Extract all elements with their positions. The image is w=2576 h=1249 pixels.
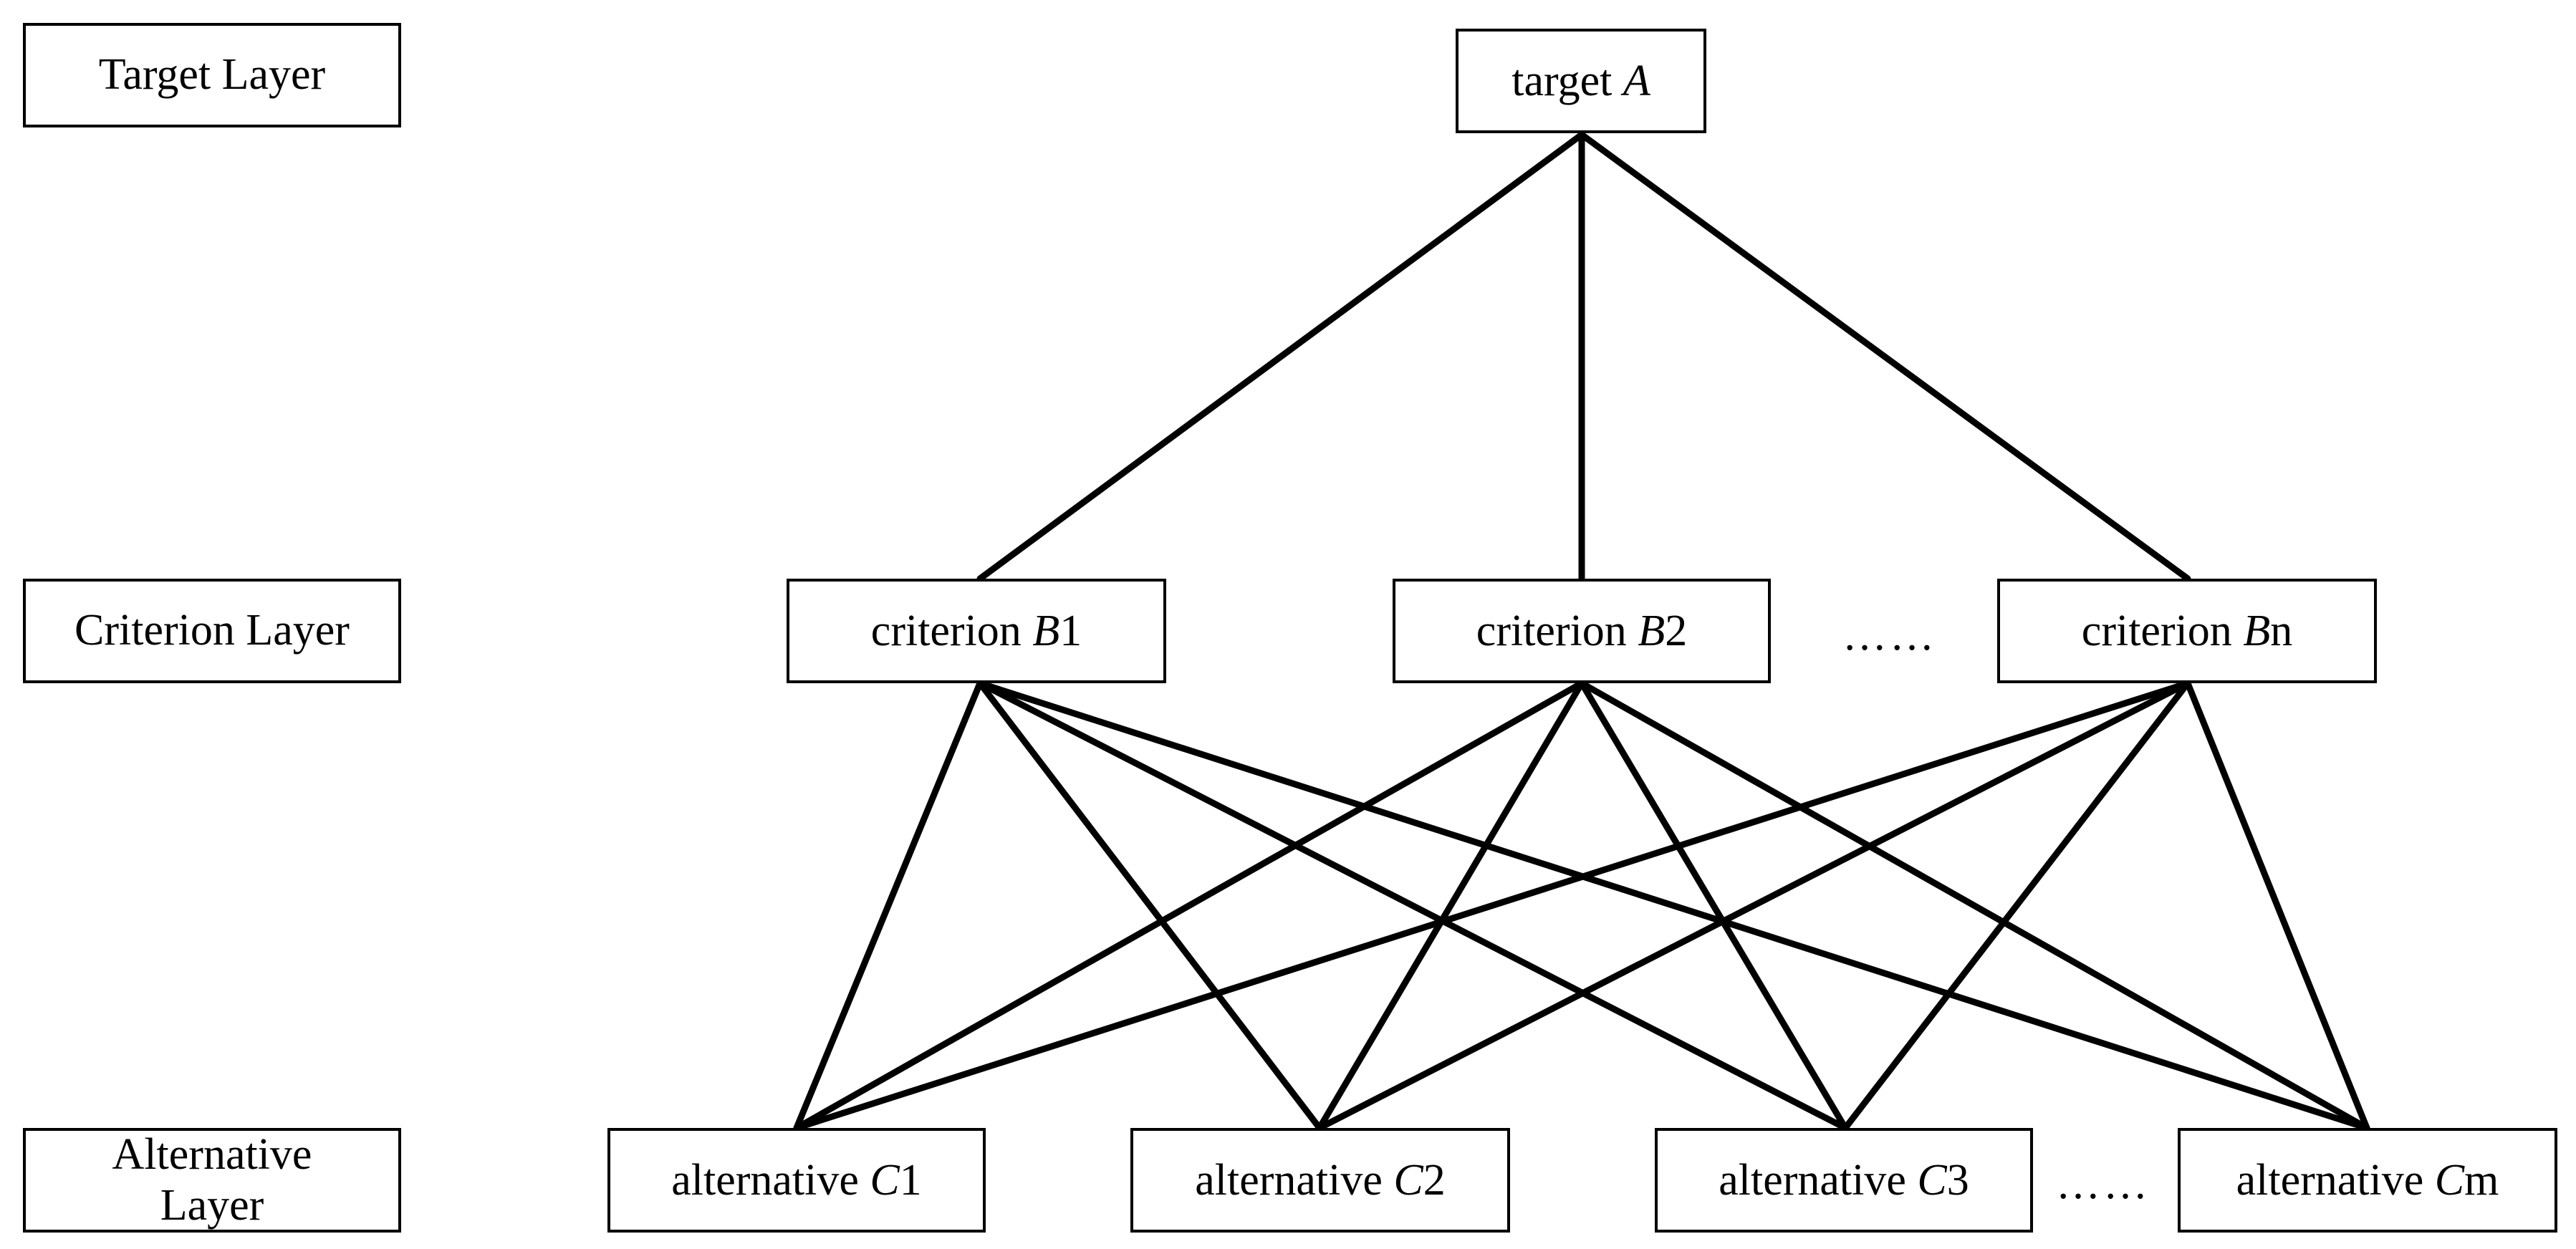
- criterion-b1-var: B: [1032, 606, 1060, 655]
- alternative-cm-prefix: alternative: [2236, 1155, 2435, 1205]
- edge-b2-to-cm: [1578, 680, 2370, 1132]
- criterion-b2-prefix: criterion: [1476, 606, 1638, 655]
- edge-bn-to-c1: [793, 680, 2191, 1132]
- alternative-c1-suffix: 1: [899, 1155, 922, 1205]
- alternatives-ellipsis: ……: [2056, 1159, 2150, 1208]
- criterion-b2-suffix: 2: [1665, 606, 1688, 655]
- edge-b1-to-c2: [976, 680, 1323, 1132]
- alternative-c1-var: C: [870, 1155, 900, 1205]
- alternative-cm-suffix: m: [2464, 1155, 2499, 1205]
- criterion-bn-prefix: criterion: [2081, 606, 2244, 655]
- edge-b2-to-c3: [1578, 680, 1849, 1132]
- alternative-c3-suffix: 3: [1946, 1155, 1969, 1205]
- criteria-ellipsis: ……: [1842, 611, 1937, 660]
- edge-b2-to-c1: [793, 680, 1585, 1132]
- edge-b2-to-c2: [1316, 680, 1585, 1132]
- target-node-prefix: target: [1512, 56, 1623, 105]
- alternative-c3-var: C: [1917, 1155, 1947, 1205]
- edge-bn-to-cm: [2184, 680, 2370, 1132]
- edge-target-to-b1: [976, 131, 1585, 582]
- criterion-b1-suffix: 1: [1059, 606, 1082, 655]
- alternative-cm-var: C: [2434, 1155, 2465, 1205]
- edge-bn-to-c2: [1316, 680, 2191, 1132]
- edge-b1-to-c1: [793, 680, 984, 1132]
- criterion-layer-label: Criterion Layer: [23, 579, 401, 683]
- criterion-bn-var: B: [2243, 606, 2271, 655]
- alternative-layer-label: Alternative Layer: [23, 1128, 401, 1233]
- criterion-b2-var: B: [1638, 606, 1666, 655]
- edge-target-to-bn: [1578, 131, 2191, 582]
- edge-b1-to-cm: [976, 680, 2370, 1132]
- target-node-var: A: [1623, 56, 1650, 105]
- alternative-c2-suffix: 2: [1423, 1155, 1446, 1205]
- edge-b1-to-c3: [976, 680, 1849, 1132]
- target-node: target A: [1456, 29, 1706, 133]
- target-layer-label: Target Layer: [23, 23, 401, 127]
- alternative-c1-prefix: alternative: [671, 1155, 870, 1205]
- criterion-bn-suffix: n: [2270, 606, 2293, 655]
- edge-bn-to-c3: [1842, 680, 2191, 1132]
- criterion-b1-prefix: criterion: [870, 606, 1033, 655]
- alternative-c3-prefix: alternative: [1719, 1155, 1918, 1205]
- alternative-c2-var: C: [1393, 1155, 1423, 1205]
- alternative-c2-prefix: alternative: [1195, 1155, 1394, 1205]
